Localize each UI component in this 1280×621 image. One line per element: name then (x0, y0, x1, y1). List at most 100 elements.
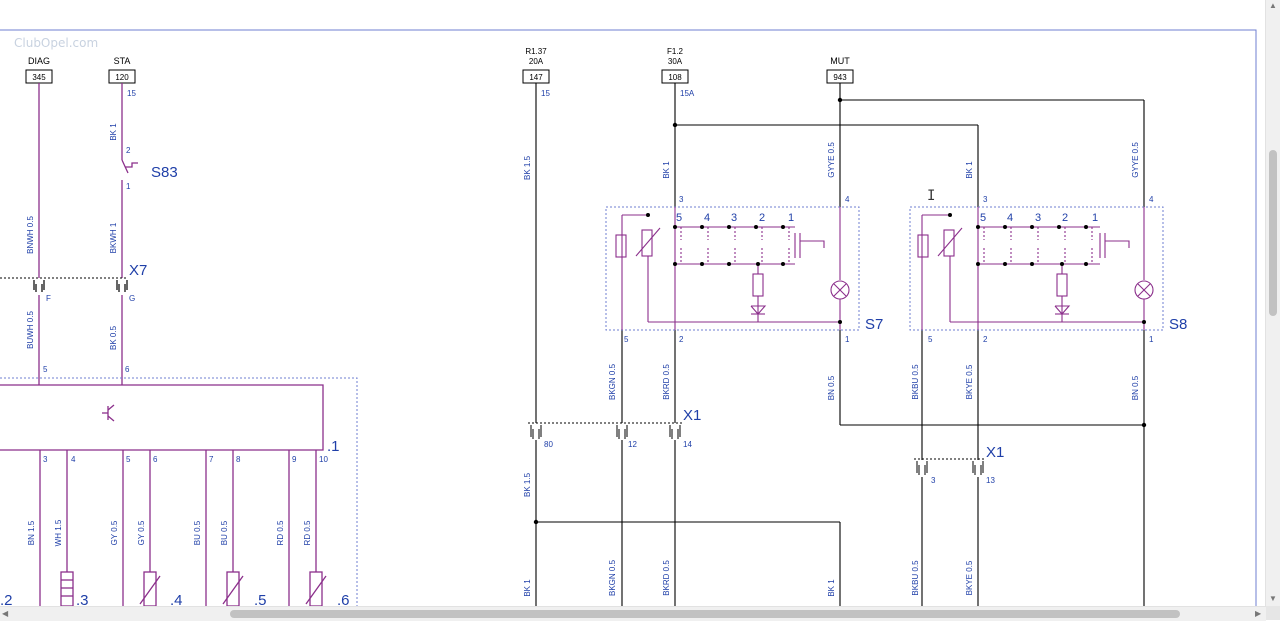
component-c3: .3 (76, 592, 89, 606)
terminal-mut-name: MUT (830, 56, 850, 66)
wire-m3: BN 1.5 (27, 520, 36, 545)
switch-s8 (909, 206, 1164, 331)
wire-m4: WH 1.5 (54, 519, 63, 546)
wiring-diagram-sheet: DIAG 345 STA 120 (0, 29, 1257, 606)
horizontal-scroll-thumb[interactable] (230, 610, 1180, 618)
terminal-diag-num: 345 (32, 73, 46, 82)
pin-x7g: G (129, 294, 135, 303)
horizontal-scrollbar[interactable]: ◀ ▶ (0, 606, 1266, 621)
component-module: .1 (327, 438, 340, 455)
wire-b1: BK 1 (523, 579, 532, 597)
component-c5: .5 (254, 592, 267, 606)
terminal-147-name: R1.37 (525, 47, 547, 56)
pin-147: 15 (541, 89, 550, 98)
pin-sta15: 15 (127, 89, 136, 98)
vertical-scrollbar[interactable]: ▲ ▼ (1265, 0, 1280, 606)
wire-s8p5: BKBU 0.5 (911, 364, 920, 400)
wire-sta-low: BK 0.5 (109, 325, 118, 350)
connector-x1-lines (528, 422, 986, 475)
x1-pin-3: 3 (931, 476, 936, 485)
component-x7: X7 (129, 262, 147, 279)
terminal-diag: DIAG 345 (25, 56, 53, 84)
wire-m10: RD 0.5 (303, 520, 312, 545)
component-s7: S7 (865, 316, 883, 333)
s8-pin-3: 3 (983, 195, 988, 204)
wire-diag-mid: BNWH 0.5 (26, 216, 35, 254)
s7-pin-3: 3 (679, 195, 684, 204)
wire-147: BK 1.5 (523, 155, 532, 180)
sheet-border (0, 29, 1257, 606)
scroll-right-icon[interactable]: ▶ (1255, 609, 1262, 618)
wire-b5: BKBU 0.5 (911, 560, 920, 596)
supply-wires (535, 83, 1145, 606)
terminal-108-sub: 30A (668, 57, 683, 66)
wire-108: BK 1 (662, 161, 671, 179)
module-pin-4: 4 (71, 455, 76, 464)
s7-sw-4: 4 (704, 212, 710, 224)
x1-pin-80: 80 (544, 440, 553, 449)
component-c4: .4 (170, 592, 183, 606)
terminal-diag-name: DIAG (28, 56, 50, 66)
pin-108: 15A (680, 89, 695, 98)
terminal-108-name: F1.2 (667, 47, 684, 56)
terminal-sta-num: 120 (115, 73, 129, 82)
scroll-down-icon[interactable]: ▼ (1269, 594, 1277, 603)
s8-sw-4: 4 (1007, 212, 1013, 224)
wire-m8: BU 0.5 (220, 520, 229, 545)
wire-s7p2: BKRD 0.5 (662, 364, 671, 400)
component-s8: S8 (1169, 316, 1187, 333)
terminal-147: R1.37 20A 147 (522, 47, 550, 84)
s8-sw-5: 5 (980, 212, 986, 224)
wire-m5: GY 0.5 (110, 520, 119, 545)
wire-sta-top: BK 1 (109, 123, 118, 141)
component-c6: .6 (337, 592, 350, 606)
wire-b4: BK 1 (827, 579, 836, 597)
s8-sw-3: 3 (1035, 212, 1041, 224)
wire-s8p2: BKYE 0.5 (965, 364, 974, 399)
module-frame (0, 377, 358, 606)
component-x1b: X1 (986, 444, 1004, 461)
s8-sw-1: 1 (1092, 212, 1098, 224)
s7-pin-2: 2 (679, 335, 684, 344)
x1-pin-12: 12 (628, 440, 637, 449)
s7-sw-2: 2 (759, 212, 765, 224)
s7-sw-1: 1 (788, 212, 794, 224)
pin-x7f: F (46, 294, 51, 303)
terminal-147-sub: 20A (529, 57, 544, 66)
vertical-scroll-thumb[interactable] (1269, 150, 1277, 316)
s8-sw-2: 2 (1062, 212, 1068, 224)
wire-m7: BU 0.5 (193, 520, 202, 545)
wire-b2: BKGN 0.5 (608, 559, 617, 596)
s8-pin-1: 1 (1149, 335, 1154, 344)
component-x1a: X1 (683, 407, 701, 424)
s7-pin-1: 1 (845, 335, 850, 344)
component-c2: .2 (0, 592, 13, 606)
terminal-mut: MUT 943 (826, 56, 854, 84)
scroll-left-icon[interactable]: ◀ (2, 609, 9, 618)
module-pin-8: 8 (236, 455, 241, 464)
x1-pin-13: 13 (986, 476, 995, 485)
module-pin-9: 9 (292, 455, 297, 464)
module-pin-3: 3 (43, 455, 48, 464)
s7-pin-5: 5 (624, 335, 629, 344)
s7-sw-3: 3 (731, 212, 737, 224)
left-wires (0, 83, 327, 606)
pin-s83-1: 1 (126, 182, 131, 191)
wire-108b: BK 1 (965, 161, 974, 179)
x1-pin-14: 14 (683, 440, 692, 449)
module-pin-5: 5 (126, 455, 131, 464)
wire-s7p1: BN 0.5 (827, 375, 836, 400)
pin-s83-2: 2 (126, 146, 131, 155)
pin-m6a: 6 (125, 365, 130, 374)
scroll-up-icon[interactable]: ▲ (1269, 1, 1277, 10)
s8-pin-5: 5 (928, 335, 933, 344)
scrollbar-corner (1266, 606, 1280, 620)
watermark-logo: ClubOpel.com (14, 36, 99, 50)
wire-s8p1: BN 0.5 (1131, 375, 1140, 400)
terminal-sta: STA 120 (108, 56, 136, 84)
terminal-147-num: 147 (529, 73, 543, 82)
module-pin-10: 10 (319, 455, 328, 464)
wire-mutb: GYYE 0.5 (1131, 142, 1140, 178)
wire-mut: GYYE 0.5 (827, 142, 836, 178)
